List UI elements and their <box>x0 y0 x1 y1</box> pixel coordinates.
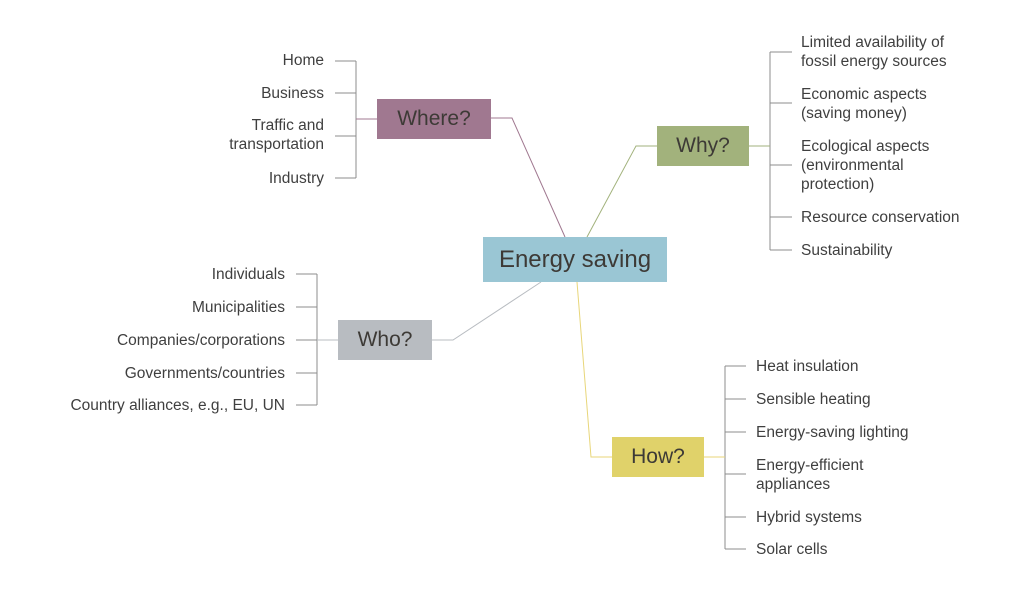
where-item: Traffic and transportation <box>229 117 324 153</box>
where-item: Industry <box>268 170 324 187</box>
why-item: Ecological aspects (environmental protec… <box>801 138 930 193</box>
how-item: Energy-efficient appliances <box>756 457 864 493</box>
connector-why <box>586 145 657 238</box>
how-item: Sensible heating <box>756 391 871 408</box>
who-item: Companies/corporations <box>116 332 285 349</box>
branch-where: Where? <box>377 99 491 139</box>
connector-who <box>432 281 542 341</box>
where-item: Business <box>261 85 324 102</box>
why-item: Sustainability <box>801 242 893 259</box>
why-item: Limited availability of fossil energy so… <box>801 34 947 70</box>
how-bracket <box>704 365 746 550</box>
who-item: Country alliances, e.g., EU, UN <box>70 397 285 414</box>
who-bracket <box>296 273 338 406</box>
central-node: Energy saving <box>483 237 667 282</box>
who-item: Municipalities <box>191 299 285 316</box>
why-bracket <box>749 51 792 251</box>
why-item: Resource conservation <box>801 209 960 226</box>
connector-where <box>491 117 566 238</box>
how-item: Heat insulation <box>756 358 859 375</box>
where-item: Home <box>282 52 324 69</box>
branch-who: Who? <box>338 320 432 360</box>
where-bracket <box>335 60 377 179</box>
branch-how: How? <box>612 437 704 477</box>
how-item: Hybrid systems <box>756 509 862 526</box>
who-item: Individuals <box>211 266 285 283</box>
connector-how <box>576 281 612 458</box>
how-item: Solar cells <box>756 541 828 558</box>
who-item: Governments/countries <box>124 365 285 382</box>
branch-why: Why? <box>657 126 749 166</box>
why-item: Economic aspects (saving money) <box>801 86 927 122</box>
how-item: Energy-saving lighting <box>756 424 909 441</box>
